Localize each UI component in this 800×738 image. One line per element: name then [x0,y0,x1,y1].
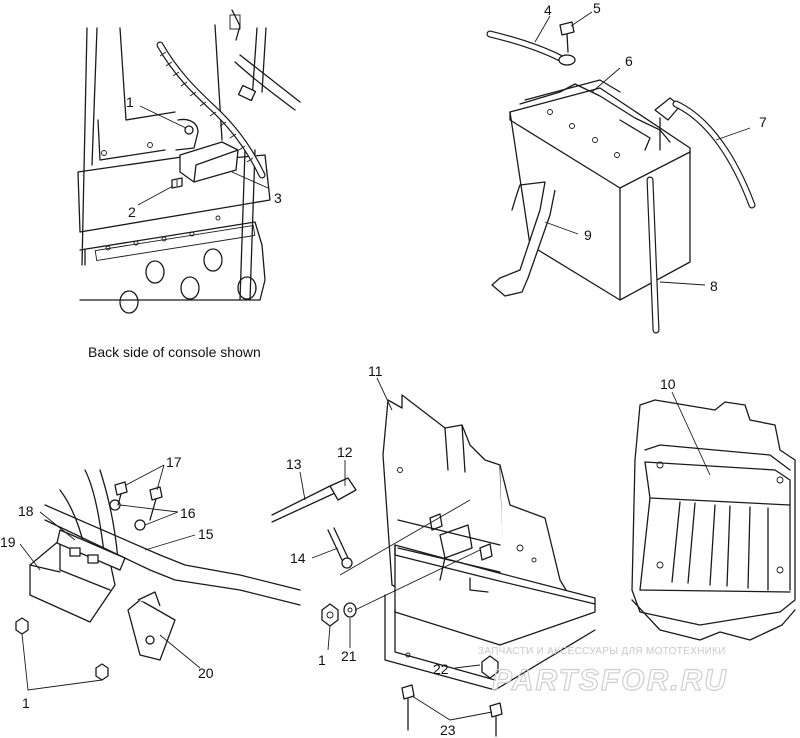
leaders-bottom-left [19,464,201,691]
callout-17: 17 [166,454,182,470]
callout-14: 14 [290,550,306,566]
callout-22: 22 [433,661,449,677]
view-caption: Back side of console shown [88,344,261,360]
callout-20: 20 [198,665,214,681]
callout-13: 13 [286,456,302,472]
console-back-view [77,9,301,314]
callout-15: 15 [198,526,214,542]
callout-21: 21 [341,648,357,664]
callout-11: 11 [368,363,383,379]
watermark: ЗАПЧАСТИ И АКСЕССУАРЫ ДЛЯ МОТОТЕХНИКИ PA… [478,646,728,698]
relay-harness [15,469,301,681]
callout-1-bracket: 1 [318,652,326,668]
leaders-top-left [137,105,269,206]
callout-2: 2 [128,204,136,220]
callout-labels: 1 2 3 4 5 6 7 8 9 10 11 12 13 14 1 21 22… [0,0,767,738]
watermark-tagline: ЗАПЧАСТИ И АКСЕССУАРЫ ДЛЯ МОТОТЕХНИКИ [478,646,726,657]
callout-7: 7 [759,114,767,130]
callout-1-relay: 1 [22,695,30,711]
callout-8: 8 [710,278,718,294]
battery-box [631,399,796,641]
callout-6: 6 [625,53,633,69]
battery-bracket [271,394,596,737]
callout-4: 4 [544,2,552,18]
callout-10: 10 [660,376,676,392]
callout-3: 3 [274,190,282,206]
callout-16: 16 [180,505,196,521]
callout-5: 5 [593,0,601,16]
watermark-brand: PARTSFOR.RU [492,664,728,697]
callout-18: 18 [18,503,34,519]
leaders-bottom-center [299,377,493,721]
callout-19: 19 [0,534,16,550]
callout-1-top: 1 [126,94,134,110]
leaders-bottom-right [671,391,711,476]
battery-assembly [486,21,756,334]
leaders-top-right [534,11,751,286]
callout-12: 12 [337,444,353,460]
callout-23: 23 [440,722,456,738]
callout-9: 9 [584,227,592,243]
